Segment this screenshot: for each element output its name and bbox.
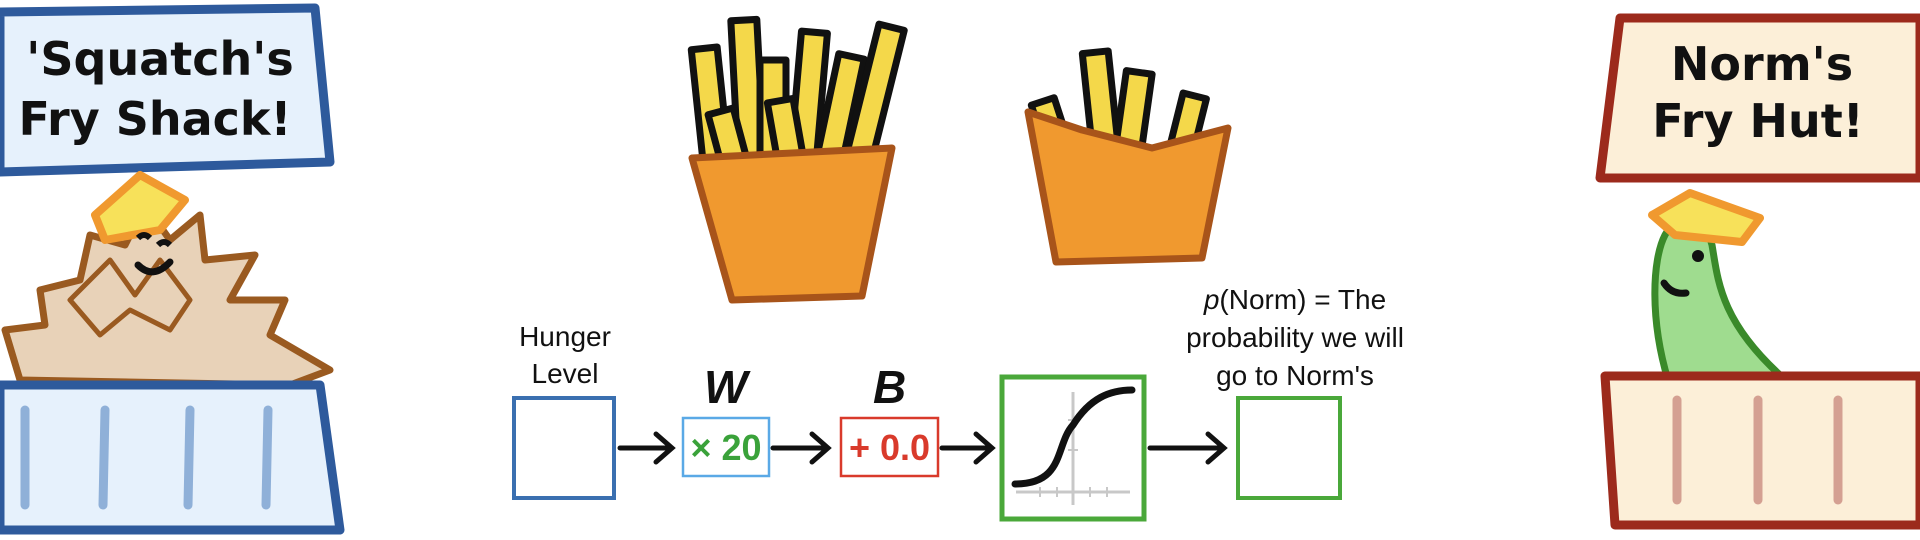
weight-symbol: W <box>704 361 748 413</box>
right-sign-line2: Fry Hut! <box>1652 94 1863 148</box>
output-box <box>1236 396 1342 500</box>
output-label-line1-rest: (Norm) = The <box>1219 284 1387 315</box>
bias-box <box>839 416 940 478</box>
output-label-line3: go to Norm's <box>1216 360 1374 391</box>
fries-icon <box>687 15 908 304</box>
left-counter-stripes <box>20 405 273 510</box>
norm-icon <box>1648 189 1784 384</box>
left-sign-line1: 'Squatch's <box>26 32 293 86</box>
arrow-icon <box>1147 431 1228 465</box>
input-label: Hunger Level <box>500 318 630 392</box>
output-label-line1: p(Norm) = The <box>1150 281 1440 319</box>
input-box <box>512 396 616 500</box>
output-label: p(Norm) = The probability we will go to … <box>1150 281 1440 395</box>
weight-value: × 20 <box>690 427 762 468</box>
bias-value: + 0.0 <box>848 427 931 468</box>
left-counter <box>0 380 345 535</box>
right-sign-line1: Norm's <box>1671 37 1853 91</box>
arrow-icon <box>770 431 832 465</box>
left-sign-board <box>0 3 335 177</box>
network-flow <box>512 374 1342 522</box>
input-label-line2: Level <box>531 358 599 389</box>
right-counter-stripes <box>1672 395 1843 505</box>
input-label-line1: Hunger <box>519 321 611 352</box>
bias-symbol: B <box>873 361 907 413</box>
norm-booth: Norm's Fry Hut! <box>1595 13 1920 530</box>
arrow-icon <box>939 431 996 465</box>
output-label-p: p <box>1203 284 1220 315</box>
arrow-icon <box>617 431 676 465</box>
weight-box <box>681 416 771 478</box>
output-label-line2: probability we will <box>1186 322 1404 353</box>
sigmoid-icon <box>1011 386 1136 505</box>
right-sign-board <box>1595 13 1920 183</box>
left-sign-line2: Fry Shack! <box>19 92 292 146</box>
squatch-booth: 'Squatch's Fry Shack! <box>0 3 345 535</box>
squatch-icon <box>1 171 334 389</box>
fries-small-icon <box>1024 47 1232 266</box>
